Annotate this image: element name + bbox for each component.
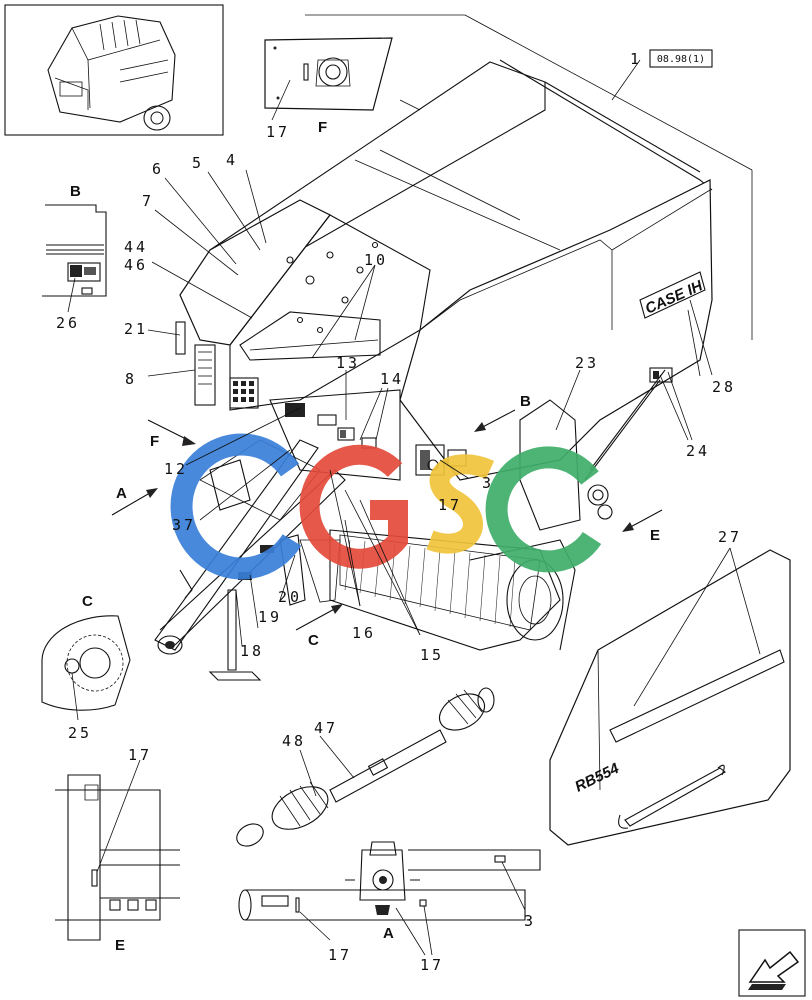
callout-18: 18 (240, 642, 264, 660)
callout-27: 27 (718, 528, 742, 546)
callout-3-detail-a: 3 (524, 912, 536, 930)
side-door-panel: RB554 (549, 549, 791, 846)
view-arrows (111, 409, 663, 631)
detail-label-b: B (70, 183, 81, 200)
view-arrow-label-a: A (116, 485, 127, 502)
watermark (170, 433, 602, 580)
callout-7: 7 (142, 192, 154, 210)
view-arrow-label-c: C (308, 632, 319, 649)
callout-5: 5 (192, 154, 204, 172)
callout-20: 20 (278, 588, 302, 606)
detail-f (264, 37, 393, 121)
callout-6: 6 (152, 160, 164, 178)
detail-label-a: A (383, 925, 394, 942)
leader-lines (147, 14, 761, 956)
callout-23: 23 (575, 354, 599, 372)
pto-shaft (236, 687, 495, 847)
detail-b (42, 204, 107, 313)
detail-label-e: E (115, 937, 125, 954)
callout-44: 44 (124, 238, 148, 256)
callout-17-detail-a-left: 17 (328, 946, 352, 964)
callouts: 1 3 3 4 5 6 7 8 10 12 13 14 15 16 17 17 … (56, 50, 742, 974)
callout-13: 13 (336, 354, 360, 372)
reference-box (649, 49, 713, 68)
callout-1: 1 (630, 50, 642, 68)
view-arrow-label-b: B (520, 393, 531, 410)
vent-grid (229, 377, 259, 409)
callout-24: 24 (686, 442, 710, 460)
detail-e (55, 759, 180, 941)
callout-46: 46 (124, 256, 148, 274)
view-arrow-label-e: E (650, 527, 660, 544)
callout-17-main: 17 (438, 496, 462, 514)
detail-label-c: C (82, 593, 93, 610)
callout-48: 48 (282, 732, 306, 750)
callout-17-detail-f: 17 (266, 123, 290, 141)
callout-25: 25 (68, 724, 92, 742)
callout-15: 15 (420, 646, 444, 664)
callout-16: 16 (352, 624, 376, 642)
callout-37: 37 (172, 516, 196, 534)
callout-10: 10 (364, 251, 388, 269)
callout-3-main: 3 (482, 474, 494, 492)
callout-8: 8 (125, 370, 137, 388)
baler-body: CASE IH (175, 59, 713, 531)
reference-box-text: 08.98(1) (657, 54, 705, 65)
callout-21: 21 (124, 320, 148, 338)
callout-19: 19 (258, 608, 282, 626)
inset-overview (4, 4, 224, 136)
callout-4: 4 (226, 151, 238, 169)
detail-label-f: F (318, 119, 327, 136)
callout-47: 47 (314, 719, 338, 737)
callout-12: 12 (164, 460, 188, 478)
back-arrow-icon[interactable] (738, 929, 806, 997)
detail-c (41, 615, 131, 721)
callout-14: 14 (380, 370, 404, 388)
detail-a (238, 841, 541, 921)
view-arrow-label-f: F (150, 433, 159, 450)
callout-28: 28 (712, 378, 736, 396)
callout-17-detail-e: 17 (128, 746, 152, 764)
callout-17-detail-a-right: 17 (420, 956, 444, 974)
view-label-group: A B C E F B C E F A (70, 119, 660, 954)
callout-26: 26 (56, 314, 80, 332)
